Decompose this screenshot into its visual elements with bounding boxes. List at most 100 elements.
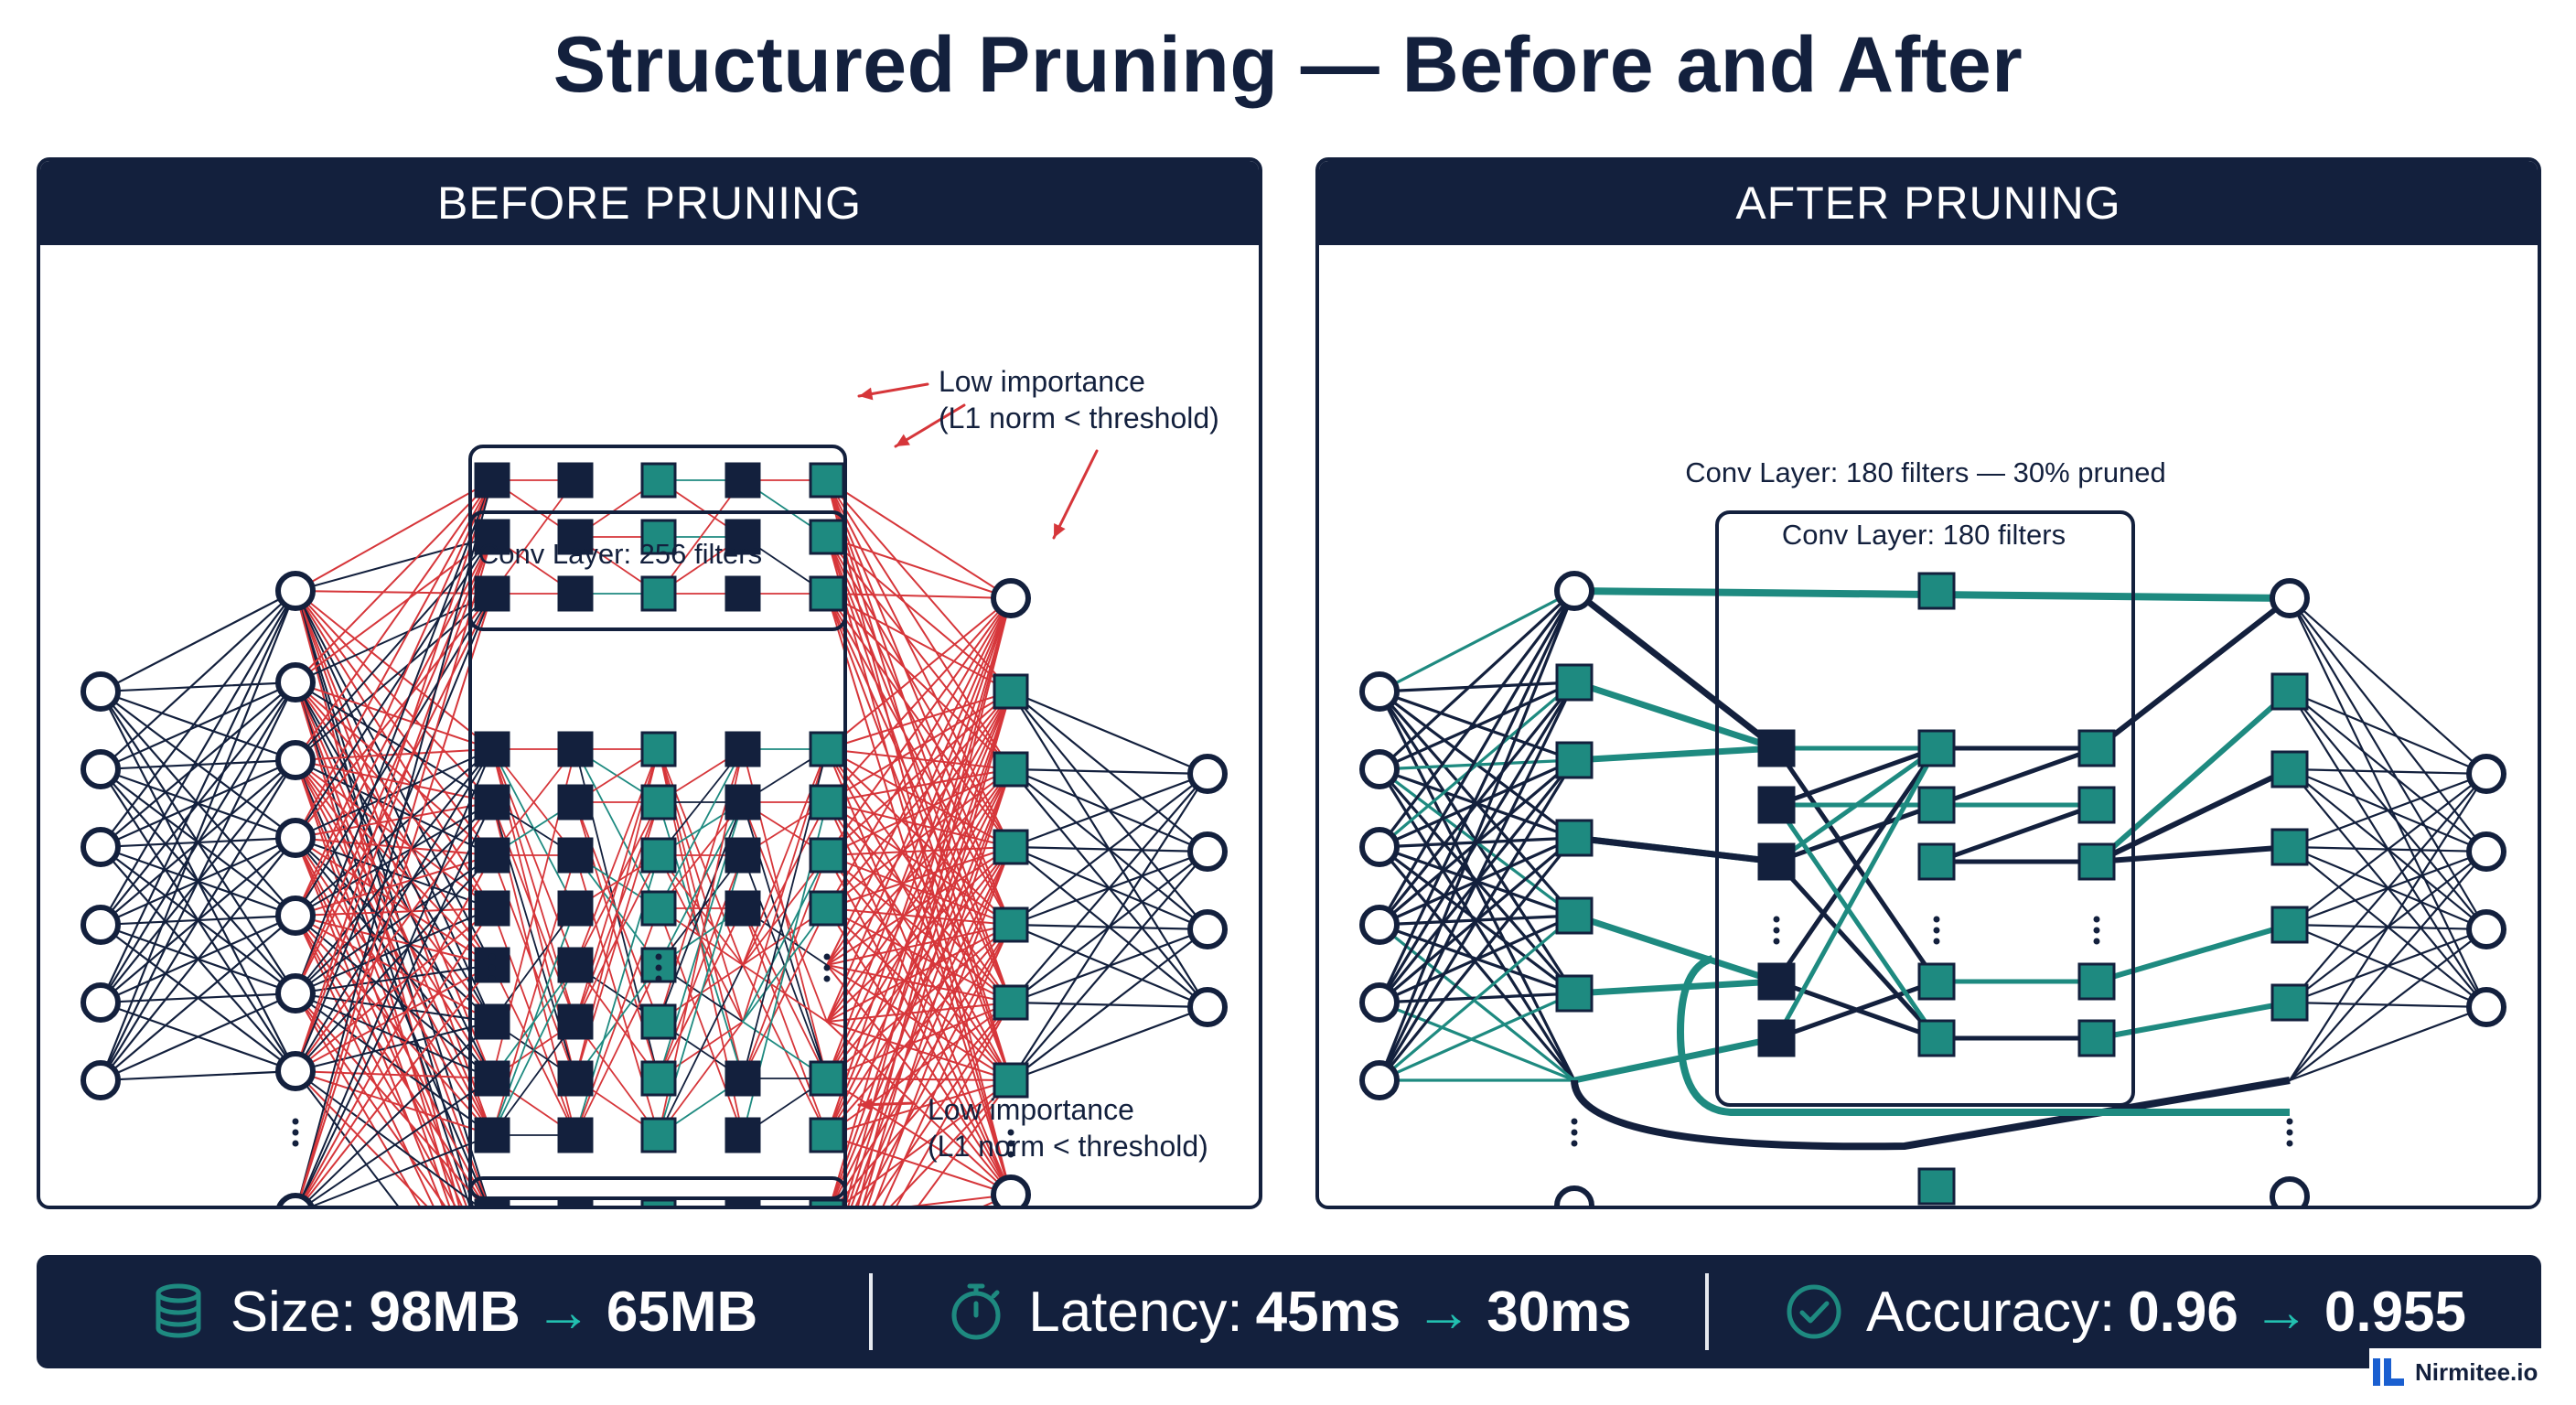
metrics-bar: Size: 98MB → 65MB Latency: 45ms → 30ms A… xyxy=(37,1255,2541,1368)
connection-line xyxy=(295,681,493,803)
connection-line xyxy=(826,479,1012,692)
filter-square xyxy=(809,519,845,555)
connection-line xyxy=(1378,589,1576,771)
connection-line xyxy=(826,593,1012,692)
connection-line xyxy=(830,691,1012,1206)
connection-line xyxy=(295,837,463,1206)
connection-line xyxy=(1774,745,1939,1041)
connection-line xyxy=(2288,772,2488,849)
connection-line xyxy=(1378,758,1576,1082)
filter-square xyxy=(640,575,677,612)
input-node xyxy=(1359,749,1400,789)
connection-line xyxy=(826,801,1012,926)
connection-line xyxy=(1378,681,1576,849)
connection-line xyxy=(826,597,1012,1023)
connection-line xyxy=(297,801,493,1206)
connection-line xyxy=(574,964,660,1136)
hidden-node xyxy=(275,571,316,611)
connection-line xyxy=(826,768,1012,1079)
connection-line xyxy=(295,593,493,1072)
connection-line xyxy=(295,759,451,1206)
connection-line xyxy=(295,837,493,1136)
connection-line xyxy=(295,593,493,917)
connection-line xyxy=(826,846,1012,856)
brand-watermark: Nirmitee.io xyxy=(2369,1348,2552,1396)
ellipsis-dots xyxy=(292,1118,299,1125)
hidden-filter-square xyxy=(993,751,1029,788)
input-node xyxy=(80,671,121,712)
input-node xyxy=(80,982,121,1023)
filter-square xyxy=(474,731,510,767)
hidden-filter-square xyxy=(1555,974,1594,1013)
connection-line xyxy=(2094,689,2292,864)
connection-line xyxy=(826,907,1012,926)
connection-line xyxy=(872,1002,1012,1206)
filter-square xyxy=(724,784,761,820)
connection-line xyxy=(295,536,493,839)
bypass-path xyxy=(1571,1077,2291,1151)
hidden-node xyxy=(1554,1185,1594,1206)
connection-line xyxy=(99,589,297,1082)
connection-line xyxy=(826,691,1012,1079)
connection-line xyxy=(826,1002,1012,1079)
ellipsis-dots xyxy=(1571,1129,1578,1136)
connection-line xyxy=(826,536,1012,1003)
connection-line xyxy=(830,768,1012,1206)
hidden-filter-square xyxy=(1555,741,1594,779)
arrow-icon: → xyxy=(2252,1280,2310,1344)
connection-line xyxy=(1009,772,1209,1082)
ellipsis-dots xyxy=(488,953,496,960)
connection-line xyxy=(826,593,1012,599)
connection-line xyxy=(2094,1000,2292,1041)
filter-square xyxy=(724,837,761,874)
connection-line xyxy=(295,681,471,1206)
connection-line xyxy=(2094,922,2292,984)
filter-square xyxy=(640,837,677,874)
connection-line xyxy=(850,768,1012,1206)
filter-square xyxy=(557,1117,594,1153)
connection-line xyxy=(826,691,1012,909)
filter-square xyxy=(809,575,845,612)
connection-line xyxy=(826,691,1012,1023)
connection-line xyxy=(295,801,493,917)
connection-line xyxy=(1009,772,1209,1004)
ellipsis-dots xyxy=(292,1129,299,1136)
arrow-icon: → xyxy=(534,1280,592,1344)
connection-line xyxy=(295,907,493,994)
filter-square xyxy=(557,890,594,927)
connection-line xyxy=(300,964,493,1206)
connection-line xyxy=(295,593,493,994)
input-node xyxy=(1359,905,1400,945)
connection-line xyxy=(847,691,1012,1206)
input-node xyxy=(1359,671,1400,712)
connection-line xyxy=(826,1078,1012,1081)
hidden-filter-square xyxy=(993,673,1029,710)
connection-line xyxy=(295,837,488,1206)
input-node xyxy=(80,827,121,867)
hidden-filter-square xyxy=(1555,819,1594,857)
connection-line xyxy=(99,758,297,1082)
connection-line xyxy=(297,748,493,1206)
connection-line xyxy=(295,837,493,1079)
connection-line xyxy=(1774,745,1939,808)
ellipsis-dots xyxy=(488,975,496,982)
ellipsis-dots xyxy=(292,1140,299,1147)
connection-line xyxy=(301,1021,493,1206)
size-after-value: 65MB xyxy=(606,1280,758,1344)
connection-line xyxy=(1774,802,1939,1041)
connection-line xyxy=(298,907,493,1206)
filter-square xyxy=(474,462,510,499)
connection-line xyxy=(295,536,493,592)
hidden-filter-square xyxy=(2270,828,2309,866)
filter-square xyxy=(809,1060,845,1097)
filter-square xyxy=(557,1198,594,1206)
connection-line xyxy=(295,590,493,909)
connection-line xyxy=(295,681,493,1079)
ellipsis-dots xyxy=(2093,916,2100,923)
connection-line xyxy=(99,589,297,927)
ellipsis-dots xyxy=(1773,927,1780,934)
filter-square xyxy=(724,1117,761,1153)
connection-line xyxy=(295,992,484,1206)
hidden-node xyxy=(275,818,316,858)
filter-square xyxy=(474,1198,510,1206)
